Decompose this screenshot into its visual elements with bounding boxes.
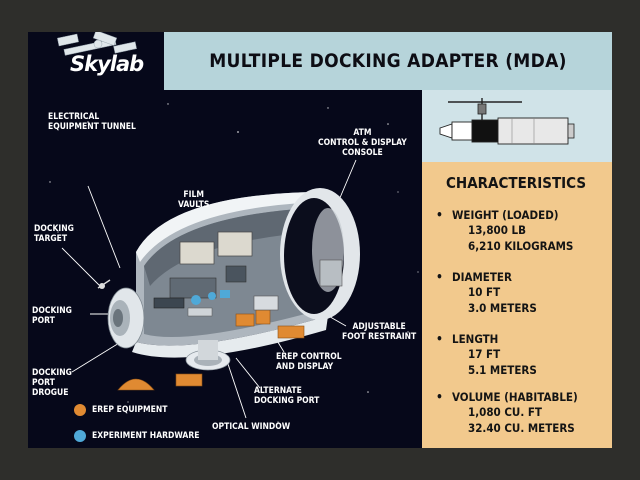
legend-erep-equipment: EREP EQUIPMENT — [74, 404, 167, 416]
label-adjustable-foot-restraint: ADJUSTABLE FOOT RESTRAINT — [342, 322, 417, 342]
spec-value: 32.40 CU. METERS — [468, 421, 575, 435]
spec-value: 13,800 LB — [468, 223, 526, 237]
orange-dot-icon — [74, 404, 86, 416]
bullet-icon: • — [436, 208, 443, 222]
slide: Skylab MULTIPLE DOCKING ADAPTER (MDA) CH… — [28, 32, 612, 448]
spec-volume: • VOLUME (HABITABLE) 1,080 CU. FT 32.40 C… — [436, 390, 578, 436]
characteristics-panel: CHARACTERISTICS • WEIGHT (LOADED) 13,800 … — [422, 162, 612, 448]
skylab-logo: Skylab — [28, 32, 164, 90]
blue-dot-icon — [74, 430, 86, 442]
characteristics-heading: CHARACTERISTICS — [446, 174, 587, 192]
bullet-icon: • — [436, 332, 443, 346]
spec-value: 6,210 KILOGRAMS — [468, 239, 574, 253]
spec-value: 1,080 CU. FT — [468, 405, 542, 419]
label-optical-window: OPTICAL WINDOW — [212, 422, 291, 432]
spec-value: 5.1 METERS — [468, 363, 537, 377]
skylab-cluster-icon — [439, 98, 575, 145]
logo-text: Skylab — [70, 52, 144, 76]
starfield — [47, 103, 419, 423]
mda-cutaway-diagram: ELECTRICAL EQUIPMENT TUNNEL FILM VAULTS … — [28, 90, 422, 448]
spec-label: WEIGHT (LOADED) — [452, 208, 559, 222]
slide-title: MULTIPLE DOCKING ADAPTER (MDA) — [209, 50, 567, 72]
skylab-station-icon — [57, 32, 137, 56]
spec-value: 17 FT — [468, 347, 501, 361]
label-docking-target: DOCKING TARGET — [34, 224, 74, 244]
spec-length: • LENGTH 17 FT 5.1 METERS — [436, 332, 537, 378]
spec-weight: • WEIGHT (LOADED) 13,800 LB 6,210 KILOGRA… — [436, 208, 573, 254]
bullet-icon: • — [436, 270, 443, 284]
spec-value: 10 FT — [468, 285, 501, 299]
spec-diameter: • DIAMETER 10 FT 3.0 METERS — [436, 270, 537, 316]
legend-text: EXPERIMENT HARDWARE — [92, 431, 200, 441]
spec-label: LENGTH — [452, 332, 499, 346]
label-docking-port-drogue: DOCKING PORT DROGUE — [32, 368, 72, 398]
mda-module-illustration — [61, 159, 360, 419]
label-film-vaults: FILM VAULTS — [178, 190, 210, 210]
legend-text: EREP EQUIPMENT — [92, 405, 168, 415]
legend-experiment-hardware: EXPERIMENT HARDWARE — [74, 430, 199, 442]
label-docking-port: DOCKING PORT — [32, 306, 72, 326]
bullet-icon: • — [436, 390, 443, 404]
spec-label: DIAMETER — [452, 270, 512, 284]
label-atm-console: ATM CONTROL & DISPLAY CONSOLE — [318, 128, 407, 158]
label-electrical-equipment-tunnel: ELECTRICAL EQUIPMENT TUNNEL — [48, 112, 136, 132]
title-bar: MULTIPLE DOCKING ADAPTER (MDA) — [164, 32, 612, 90]
label-erep-control-display: EREP CONTROL AND DISPLAY — [276, 352, 342, 372]
label-alternate-docking-port: ALTERNATE DOCKING PORT — [254, 386, 320, 406]
spec-value: 3.0 METERS — [468, 301, 537, 315]
spec-label: VOLUME (HABITABLE) — [452, 390, 578, 404]
skylab-overview-panel — [422, 90, 612, 162]
